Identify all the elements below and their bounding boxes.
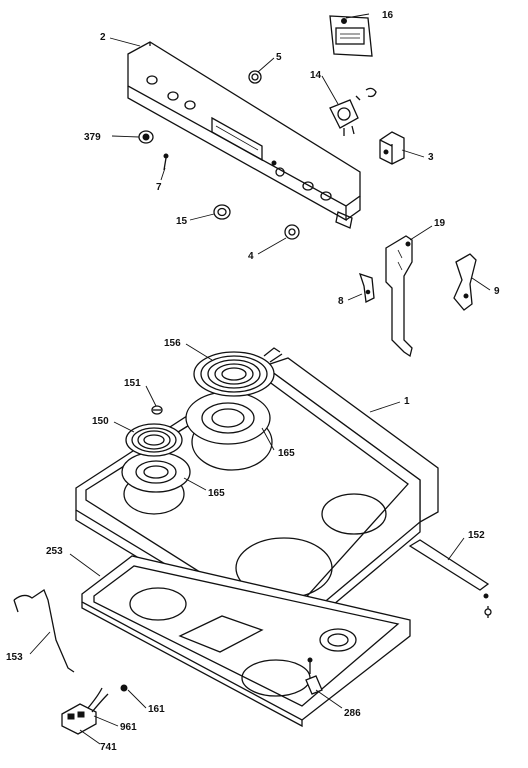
label-16: 16 xyxy=(382,10,394,21)
part-165-drip-pan-small xyxy=(121,451,191,493)
label-153: 153 xyxy=(6,652,23,663)
part-number-labels: 16 2 5 14 379 3 7 15 4 19 8 9 156 151 1 … xyxy=(6,10,500,753)
label-4: 4 xyxy=(248,251,254,262)
part-2-control-panel xyxy=(127,41,361,229)
part-286-screw xyxy=(305,657,323,695)
part-152-rod xyxy=(408,539,492,618)
label-152: 152 xyxy=(468,530,485,541)
label-286: 286 xyxy=(344,708,361,719)
part-156-large-element xyxy=(193,347,283,397)
label-741: 741 xyxy=(100,742,117,753)
part-3-switch-block xyxy=(379,131,405,165)
label-961: 961 xyxy=(120,722,137,733)
label-156: 156 xyxy=(164,338,181,349)
label-15: 15 xyxy=(176,216,188,227)
part-151-receptacle xyxy=(151,405,163,415)
label-165-upper: 165 xyxy=(278,448,295,459)
label-253: 253 xyxy=(46,546,63,557)
part-14-switch xyxy=(329,87,377,136)
label-150: 150 xyxy=(92,416,109,427)
label-1: 1 xyxy=(404,396,410,407)
part-16-clock-module xyxy=(329,15,373,57)
part-741-terminal-block xyxy=(61,687,109,735)
part-379-knob xyxy=(138,130,154,144)
part-165-drip-pan-large xyxy=(185,391,271,445)
label-14: 14 xyxy=(310,70,322,81)
label-2: 2 xyxy=(100,32,106,43)
label-151: 151 xyxy=(124,378,141,389)
label-165-lower: 165 xyxy=(208,488,225,499)
part-4-knob xyxy=(284,224,300,240)
label-7: 7 xyxy=(156,182,162,193)
part-15-knob xyxy=(213,204,231,220)
label-8: 8 xyxy=(338,296,344,307)
label-161: 161 xyxy=(148,704,165,715)
label-19: 19 xyxy=(434,218,446,229)
leader-lines xyxy=(29,13,491,745)
part-150-small-element xyxy=(125,423,189,457)
part-9-hinge-bracket xyxy=(453,253,477,311)
part-19-bracket xyxy=(385,235,413,358)
part-153-wire-hook xyxy=(13,589,75,673)
label-379: 379 xyxy=(84,132,101,143)
label-9: 9 xyxy=(494,286,500,297)
label-5: 5 xyxy=(276,52,282,63)
part-5-knob xyxy=(248,70,262,84)
label-3: 3 xyxy=(428,152,434,163)
part-8-clip xyxy=(358,272,375,303)
part-161-clip xyxy=(120,684,128,692)
part-7-screw xyxy=(163,153,169,171)
